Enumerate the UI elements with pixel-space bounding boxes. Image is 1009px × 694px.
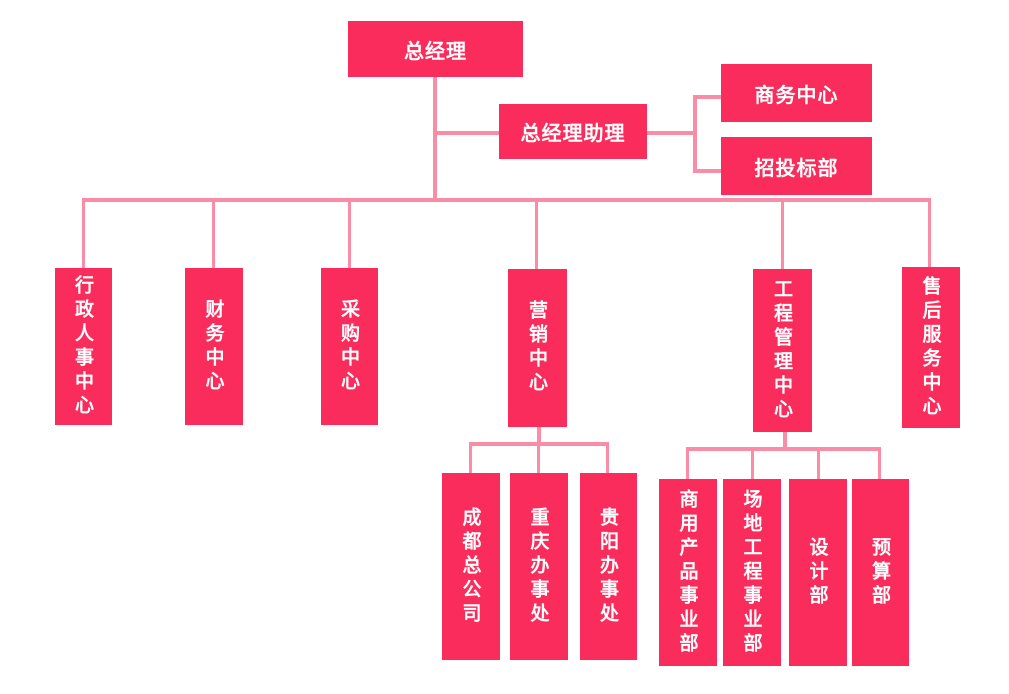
org-node-site-engineering-div: 场地工程事业部 — [723, 479, 781, 666]
org-node-marketing-center: 营销中心 — [508, 269, 567, 427]
connector-assistant-right — [647, 131, 695, 135]
connector-drop-procurement — [348, 198, 351, 268]
org-node-commercial-products-div: 商用产品事业部 — [659, 479, 717, 666]
connector-drop-chengdu — [469, 442, 472, 473]
connector-drop-engineering — [781, 198, 784, 269]
connector-drop-chongqing — [537, 442, 540, 473]
org-node-design-dept: 设计部 — [789, 479, 847, 666]
connector-assistant-bracket — [693, 95, 697, 173]
org-node-finance-center: 财务中心 — [185, 268, 243, 425]
org-node-guiyang-office: 贵阳办事处 — [580, 473, 637, 660]
connector-engineering-trunk — [783, 432, 787, 451]
connector-business-stub — [695, 95, 721, 99]
connector-assistant-left — [433, 131, 499, 135]
connector-drop-site-engineering — [751, 447, 754, 479]
org-node-gm-assistant: 总经理助理 — [499, 104, 647, 159]
org-node-admin-hr-center: 行政人事中心 — [55, 268, 112, 425]
connector-drop-design — [817, 447, 820, 479]
org-node-after-sales-center: 售后服务中心 — [902, 267, 960, 428]
org-node-general-manager: 总经理 — [348, 21, 523, 77]
connector-drop-admin-hr — [82, 198, 85, 268]
org-node-chongqing-office: 重庆办事处 — [510, 473, 568, 660]
org-node-procurement-center: 采购中心 — [321, 268, 378, 425]
connector-trunk-vertical — [433, 77, 437, 200]
org-node-engineering-mgmt-center: 工程管理中心 — [753, 269, 812, 432]
connector-drop-finance — [212, 198, 215, 268]
connector-marketing-trunk — [537, 427, 541, 446]
connector-main-horizontal — [82, 198, 931, 202]
connector-drop-guiyang — [606, 442, 609, 473]
org-node-budget-dept: 预算部 — [852, 479, 909, 666]
org-node-chengdu-hq: 成都总公司 — [442, 473, 500, 660]
org-node-bidding-dept: 招投标部 — [721, 137, 872, 195]
connector-drop-budget — [878, 447, 881, 479]
connector-drop-after-sales — [928, 198, 931, 267]
connector-drop-marketing — [535, 198, 538, 269]
connector-bidding-stub — [695, 169, 721, 173]
connector-engineering-horizontal — [686, 447, 881, 451]
org-node-business-center: 商务中心 — [721, 64, 872, 122]
connector-drop-commercial — [686, 447, 689, 479]
